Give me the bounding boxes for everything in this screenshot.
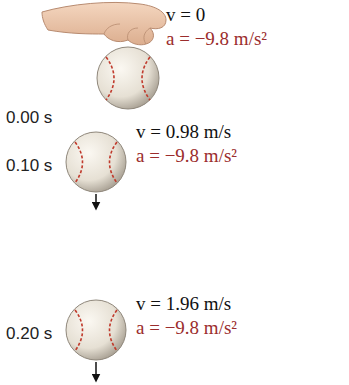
acceleration-label: a = −9.8 m/s² <box>136 145 237 167</box>
time-label: 0.20 s <box>6 324 52 344</box>
baseball <box>97 47 159 109</box>
velocity-label: v = 0.98 m/s <box>136 121 231 143</box>
velocity-label: v = 1.96 m/s <box>136 293 231 315</box>
hand <box>42 2 166 44</box>
acceleration-label: a = −9.8 m/s² <box>136 317 237 339</box>
velocity-label: v = 0 <box>166 4 205 26</box>
baseball <box>66 132 126 192</box>
acceleration-label: a = −9.8 m/s² <box>166 28 267 50</box>
velocity-arrow <box>95 362 97 378</box>
velocity-arrow <box>95 194 97 206</box>
baseball <box>66 300 126 360</box>
time-label: 0.00 s <box>6 108 52 128</box>
time-label: 0.10 s <box>6 156 52 176</box>
